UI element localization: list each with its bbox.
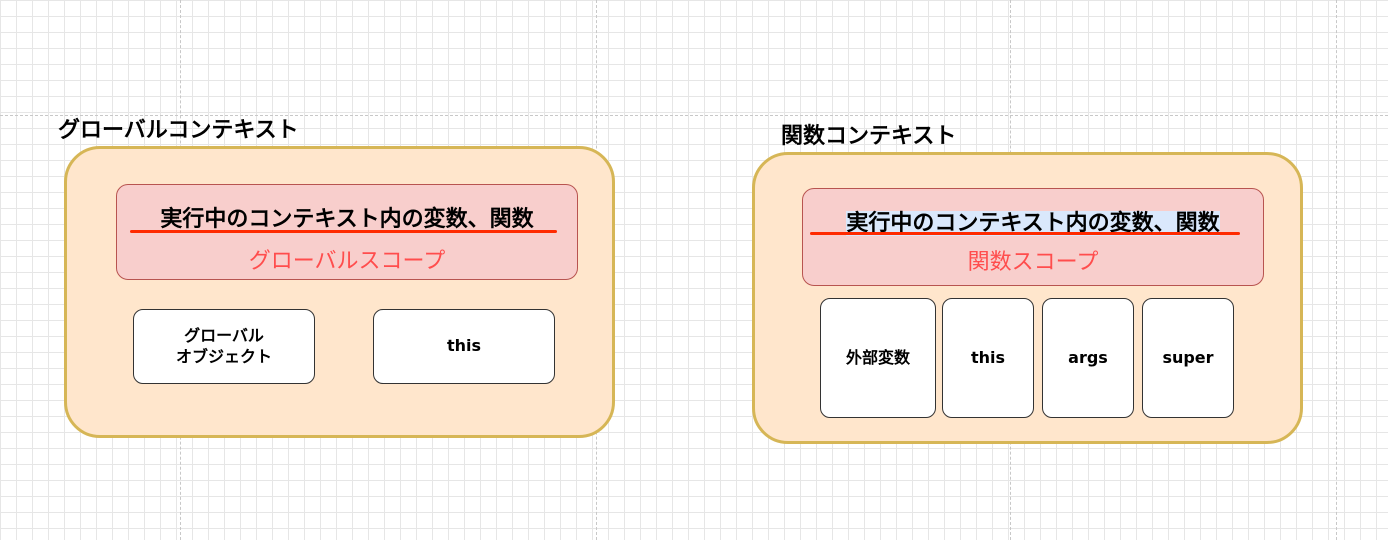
global-context-box[interactable]: 実行中のコンテキスト内の変数、関数 グローバルスコープ グローバル オブジェクト… [64, 146, 615, 438]
global-object-label-line1: グローバル [184, 325, 264, 345]
global-scope-heading[interactable]: 実行中のコンテキスト内の変数、関数 [160, 207, 534, 232]
global-this-node[interactable]: this [373, 309, 555, 384]
function-context-title[interactable]: 関数コンテキスト [781, 124, 957, 149]
global-this-label: this [446, 336, 482, 356]
outer-variables-label: 外部変数 [845, 347, 910, 367]
args-label: args [1068, 347, 1108, 367]
function-scope-heading-underline [810, 232, 1240, 235]
args-node[interactable]: args [1042, 298, 1134, 418]
global-scope-heading-underline [130, 230, 557, 233]
super-node[interactable]: super [1142, 298, 1234, 418]
global-object-node[interactable]: グローバル オブジェクト [133, 309, 315, 384]
function-scope-name[interactable]: 関数スコープ [967, 250, 1099, 275]
function-this-label: this [970, 347, 1006, 367]
function-scope-heading[interactable]: 実行中のコンテキスト内の変数、関数 [803, 205, 1263, 237]
super-label: super [1162, 347, 1214, 367]
global-context-title[interactable]: グローバルコンテキスト [58, 118, 299, 143]
global-scope-name[interactable]: グローバルスコープ [248, 249, 446, 274]
function-scope-box[interactable]: 実行中のコンテキスト内の変数、関数 関数スコープ [802, 188, 1264, 286]
function-this-node[interactable]: this [942, 298, 1034, 418]
guide-line-vertical [1336, 0, 1337, 540]
function-context-box[interactable]: 実行中のコンテキスト内の変数、関数 関数スコープ 外部変数 this args … [752, 152, 1303, 444]
global-scope-box[interactable]: 実行中のコンテキスト内の変数、関数 グローバルスコープ [116, 184, 578, 280]
global-object-label-line2: オブジェクト [175, 346, 272, 366]
function-scope-heading-text: 実行中のコンテキスト内の変数、関数 [846, 211, 1220, 236]
outer-variables-node[interactable]: 外部変数 [820, 298, 936, 418]
guide-line-horizontal [0, 115, 1388, 116]
